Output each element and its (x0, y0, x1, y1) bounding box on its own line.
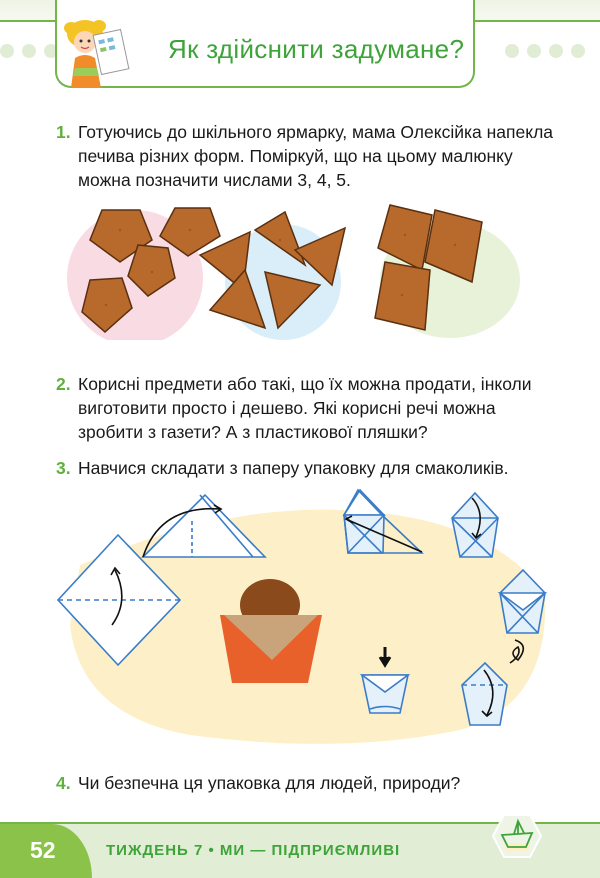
task-number: 2. (56, 374, 71, 394)
task-text: Корисні предмети або такі, що їх можна п… (78, 374, 532, 442)
origami-steps-illustration (56, 488, 548, 744)
task-4: 4. Чи безпечна ця упаковка для людей, пр… (56, 771, 556, 795)
task-text: Чи безпечна ця упаковка для людей, приро… (78, 773, 461, 793)
task-1: 1. Готуючись до шкільного ярмарку, мама … (56, 120, 556, 192)
paper-boat-icon (492, 814, 542, 858)
task-2: 2. Корисні предмети або такі, що їх можн… (56, 372, 556, 444)
cookies-illustration (67, 204, 520, 340)
page-number: 52 (30, 837, 56, 863)
task-number: 1. (56, 122, 71, 142)
task-text: Готуючись до шкільного ярмарку, мама Оле… (78, 122, 554, 190)
footer-week-label: тиждень 7 • МИ — ПІДПРИЄМЛИВІ (106, 842, 401, 859)
task-text: Навчися складати з паперу упаковку для с… (78, 458, 509, 478)
page-title: Як здійснити задумане? (168, 34, 465, 64)
task-number: 4. (56, 773, 71, 793)
task-number: 3. (56, 458, 71, 478)
header-dots-right (505, 44, 585, 58)
header-dots-left (0, 44, 58, 58)
girl-illustration-icon (64, 20, 130, 88)
header-title-box (55, 0, 475, 88)
task-3: 3. Навчися складати з паперу упаковку дл… (56, 456, 556, 480)
